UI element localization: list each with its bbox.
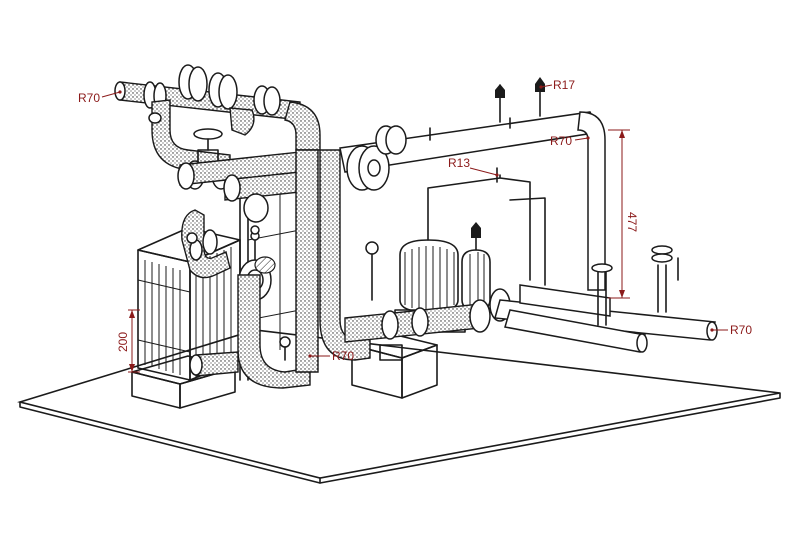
capillary-lines <box>427 167 546 286</box>
label-r70-right-end: R70 <box>730 323 752 337</box>
label-leaders <box>101 84 728 358</box>
header-branches <box>148 99 255 176</box>
label-r70-top-left: R70 <box>78 91 100 105</box>
center-riser <box>295 149 371 373</box>
label-r13: R13 <box>448 156 470 170</box>
top-instruments <box>495 77 545 123</box>
floor-slab <box>17 329 781 484</box>
pressure-gauges <box>186 225 379 361</box>
down-pipes <box>189 274 311 389</box>
label-dim-477: 477 <box>625 212 639 232</box>
label-dim-200: 200 <box>116 332 130 352</box>
dimension-477 <box>608 129 630 299</box>
right-lower-pipes <box>494 245 718 353</box>
label-r70-right-riser: R70 <box>550 134 572 148</box>
mid-left-pipes <box>177 151 301 279</box>
label-r70-bottom: R70 <box>332 349 354 363</box>
dimension-200 <box>128 309 140 373</box>
main-header-right <box>339 111 606 291</box>
label-r17: R17 <box>553 78 575 92</box>
